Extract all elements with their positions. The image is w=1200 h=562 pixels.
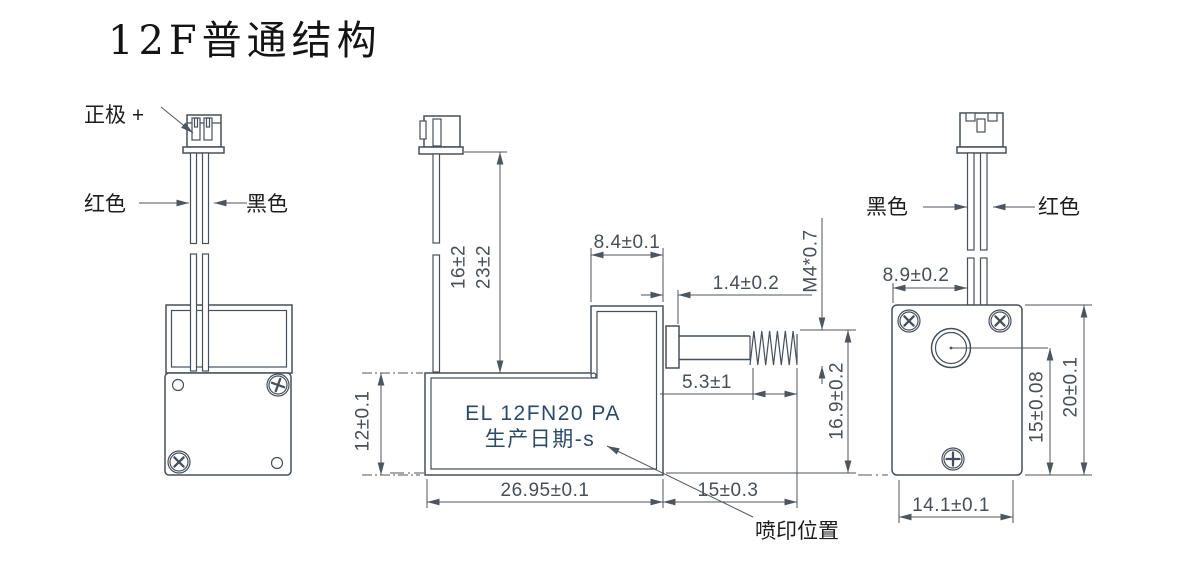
dim-wire-total: 23±2 bbox=[474, 245, 495, 289]
lead-wire-side bbox=[432, 153, 441, 373]
red-wire bbox=[979, 257, 988, 306]
print-position-label: 喷印位置 bbox=[755, 520, 839, 543]
dim-height: 20±0.1 bbox=[1061, 357, 1082, 418]
screw-head bbox=[988, 309, 1012, 333]
plunger-shaft bbox=[665, 325, 798, 369]
body-rear bbox=[891, 304, 1023, 476]
lead-wires-rear bbox=[966, 152, 988, 306]
dim-thread-spec: M4*0.7 bbox=[801, 229, 822, 292]
dimensions-side: 16±2 23±2 8.4±0.1 1.4±0.2 M4*0.7 5.3±1 bbox=[353, 151, 856, 543]
black-wire-label: 黑色 bbox=[866, 196, 908, 219]
black-wire bbox=[966, 257, 975, 306]
shaft-collar bbox=[665, 325, 680, 369]
red-wire bbox=[979, 152, 988, 251]
red-wire bbox=[189, 253, 198, 372]
connector-pin bbox=[203, 117, 213, 141]
dimensions-rear: 8.9±0.2 15±0.08 20±0.1 14.1±0.1 bbox=[858, 265, 1092, 523]
positive-pole-label: 正极 + bbox=[84, 104, 144, 127]
dim-wire-free: 16±2 bbox=[449, 245, 470, 289]
dim-collar: 1.4±0.2 bbox=[713, 273, 780, 294]
screw-head bbox=[897, 309, 921, 333]
product-marking-line1: EL 12FN20 PA bbox=[465, 402, 621, 425]
leader-line bbox=[606, 445, 754, 518]
dim-shaft-len: 15±0.3 bbox=[698, 480, 759, 501]
dim-wire-offset: 8.9±0.2 bbox=[883, 265, 950, 286]
black-wire-label: 黑色 bbox=[246, 193, 288, 216]
black-wire bbox=[201, 253, 210, 372]
thread bbox=[749, 330, 798, 366]
screw-head bbox=[167, 450, 191, 474]
side-view: EL 12FN20 PA 生产日期-s 16±2 23±2 8.4±0.1 1.… bbox=[353, 115, 856, 543]
dim-thread-len: 5.3±1 bbox=[682, 372, 732, 393]
connector-front bbox=[182, 114, 225, 154]
front-view: 正极 + 红色 黑色 bbox=[84, 104, 293, 476]
red-wire-label: 红色 bbox=[84, 193, 126, 216]
mounting-plate-front bbox=[164, 372, 292, 476]
plate-hole bbox=[270, 456, 284, 470]
lead-wires-front bbox=[189, 152, 210, 372]
connector-rear bbox=[956, 112, 1007, 154]
black-wire bbox=[966, 152, 975, 251]
dim-shaft-top: 16.9±0.2 bbox=[827, 362, 848, 440]
step-fillet bbox=[590, 372, 597, 379]
solenoid-body-side bbox=[424, 305, 664, 476]
connector-side bbox=[418, 115, 464, 155]
dim-body-len: 26.95±0.1 bbox=[501, 480, 590, 501]
dim-width: 14.1±0.1 bbox=[912, 495, 990, 516]
dim-hole-to-bottom: 15±0.08 bbox=[1027, 371, 1048, 443]
coil-body-front bbox=[165, 304, 293, 374]
screw-head bbox=[266, 373, 290, 397]
red-wire-label: 红色 bbox=[1038, 196, 1080, 219]
red-wire bbox=[189, 152, 198, 245]
rear-view: 黑色 红色 8.9±0.2 15±0.08 20±0.1 14.1±0.1 bbox=[858, 112, 1092, 523]
page-title: 12F普通结构 bbox=[108, 18, 382, 64]
black-wire bbox=[201, 152, 210, 245]
leader-line bbox=[160, 106, 194, 134]
product-marking-line2: 生产日期-s bbox=[485, 428, 596, 451]
plate-hole bbox=[171, 378, 185, 392]
dim-body-height: 12±0.1 bbox=[353, 391, 374, 452]
dim-step-width: 8.4±0.1 bbox=[594, 232, 661, 253]
screw-head bbox=[941, 447, 965, 471]
connector-pin bbox=[191, 117, 201, 141]
